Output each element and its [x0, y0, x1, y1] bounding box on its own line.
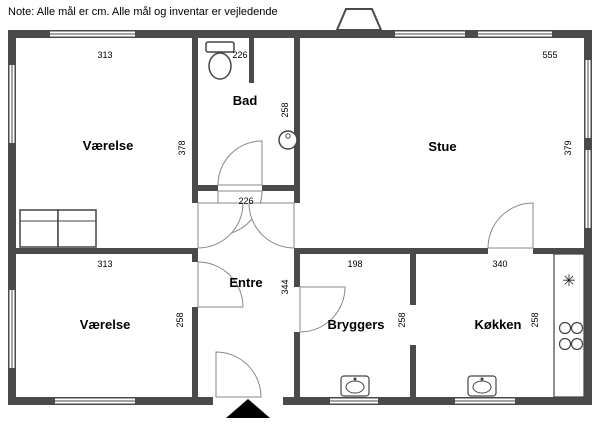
dim-vaerelse1-height: 378 [177, 140, 187, 156]
door-arc [299, 286, 346, 333]
wall-segment [533, 248, 584, 254]
room-label-vaerelse1: Værelse [82, 138, 134, 153]
note-text: Note: Alle mål er cm. Alle mål og invent… [8, 6, 278, 18]
dim-bad-height: 258 [280, 102, 290, 118]
hob-burner-icon [558, 337, 572, 351]
entrance-marker [226, 399, 270, 418]
dim-koekken-width: 340 [492, 259, 508, 269]
wall-segment [294, 248, 300, 287]
dim-koekken-height: 258 [530, 312, 540, 328]
room-label-entre: Entre [229, 275, 263, 290]
window [584, 60, 592, 138]
sink-basin-icon [345, 380, 365, 394]
window [330, 397, 378, 405]
wall-segment-bath-stub [249, 38, 254, 83]
room-label-stue: Stue [428, 139, 457, 154]
wall-segment [262, 185, 294, 191]
window [584, 150, 592, 228]
hob-burner-icon [558, 321, 572, 335]
wall-segment [192, 38, 198, 203]
window [8, 290, 16, 368]
wall-exterior-top [8, 30, 592, 38]
wall-segment [410, 254, 416, 305]
door-arc [487, 202, 534, 249]
window [8, 65, 16, 143]
sink-tap-icon [353, 377, 357, 381]
wall-exterior-bottom [8, 397, 592, 405]
room-label-bryggers: Bryggers [327, 317, 385, 332]
wall-segment [16, 248, 192, 254]
dim-bryggers-height: 258 [397, 312, 407, 328]
window [50, 30, 135, 38]
window [478, 30, 552, 38]
dim-bad-width: 226 [232, 50, 248, 60]
wall-segment [294, 38, 300, 203]
dim-entre-width: 226 [238, 196, 254, 206]
dim-bryggers-width: 198 [347, 259, 363, 269]
dim-stue-width: 555 [542, 50, 558, 60]
room-label-bad: Bad [232, 93, 258, 108]
toilet-icon [205, 41, 235, 53]
door-arc [217, 140, 263, 186]
window [455, 397, 515, 405]
wall-segment [300, 248, 488, 254]
door-arc [197, 261, 244, 308]
wall-segment [410, 345, 416, 397]
wall-segment [192, 307, 198, 397]
door-arc [215, 351, 262, 398]
window [395, 30, 465, 38]
sink-basin-icon [472, 380, 492, 394]
dim-stue-height: 379 [563, 140, 573, 156]
window [55, 397, 135, 405]
hob-burner-icon [570, 321, 584, 335]
washbasin-tap-icon [285, 133, 291, 139]
washbasin-icon [278, 130, 298, 150]
wall-segment [192, 248, 198, 262]
door-arc [248, 202, 295, 249]
wall-segment [294, 332, 300, 397]
door-arc [197, 202, 244, 249]
toilet-bowl-icon [208, 52, 232, 80]
bed-icon [19, 209, 59, 248]
dim-entre-height: 344 [280, 279, 290, 295]
room-label-koekken: Køkken [474, 317, 522, 332]
bed-icon [57, 209, 97, 248]
sink-tap-icon [480, 377, 484, 381]
dim-vaerelse2-width: 313 [97, 259, 113, 269]
room-label-vaerelse2: Værelse [79, 317, 131, 332]
dim-vaerelse2-height: 258 [175, 312, 185, 328]
dim-vaerelse1-width: 313 [97, 50, 113, 60]
wall-exterior-left [8, 30, 16, 405]
hob-symbol: ✳ [562, 273, 575, 290]
bay-window [335, 8, 383, 31]
wall-segment [198, 185, 218, 191]
hob-burner-icon [570, 337, 584, 351]
